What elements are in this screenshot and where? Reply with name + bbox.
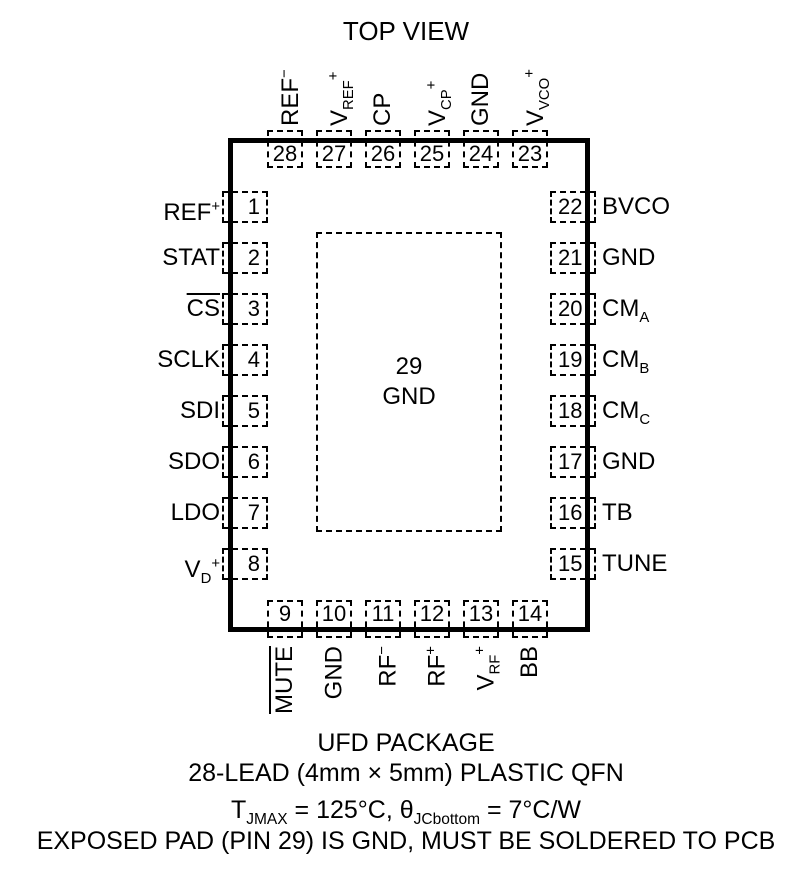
pin-number: 14 (517, 601, 543, 626)
pin-25-pad: 25 (414, 130, 450, 168)
pin-21-pad: 21 (550, 242, 596, 274)
top-view-title: TOP VIEW (342, 16, 470, 46)
pin-1-pad: 1 (222, 191, 268, 223)
exposed-pad-label: GND (382, 383, 436, 410)
pin-number: 1 (247, 194, 260, 219)
pin-2-label: STAT (162, 244, 220, 271)
pin-4-pad: 4 (222, 344, 268, 376)
pin-number: 16 (558, 500, 583, 525)
pin-25-label: VCP+ (424, 80, 455, 126)
pin-16-pad: 16 (550, 497, 596, 529)
pin-22-pad: 22 (550, 191, 596, 223)
pin-19-pad: 19 (550, 344, 596, 376)
pin-13-label: VRF+ (473, 646, 504, 691)
pin-26-pad: 26 (365, 130, 401, 168)
pin-number: 3 (247, 296, 260, 321)
pin-7-pad: 7 (222, 497, 268, 529)
pin-9-pad: 9 (267, 600, 303, 638)
pin-number: 17 (558, 449, 583, 474)
pin-number: 18 (558, 398, 583, 423)
pin-number: 24 (468, 141, 494, 166)
pin-8-label: VD+ (184, 556, 220, 587)
pin-20-pad: 20 (550, 293, 596, 325)
pin-number: 22 (558, 194, 583, 219)
pin-number: 13 (468, 601, 494, 626)
pin-15-pad: 15 (550, 548, 596, 580)
package-description: 28-LEAD (4mm × 5mm) PLASTIC QFN (188, 759, 624, 787)
pin-number: 25 (419, 141, 445, 166)
pin-26-label: CP (369, 92, 396, 126)
pin-14-label: BB (516, 646, 543, 679)
pin-number: 27 (321, 141, 347, 166)
pin-13-pad: 13 (463, 600, 499, 638)
package-name: UFD PACKAGE (317, 729, 495, 757)
exposed-pad-note: EXPOSED PAD (PIN 29) IS GND, MUST BE SOL… (36, 827, 776, 855)
package-outline (228, 138, 590, 632)
pin-5-label: SDI (179, 397, 220, 424)
pin-4-label: SCLK (157, 346, 220, 373)
pin-number: 7 (247, 500, 260, 525)
pin-number: 5 (247, 398, 260, 423)
exposed-pad: 29 GND (316, 232, 502, 532)
pin-10-pad: 10 (316, 600, 352, 638)
pin-27-label: VREF+ (326, 71, 357, 126)
pin-1-label: REF+ (163, 199, 220, 226)
exposed-pad-number: 29 (395, 353, 423, 380)
pin-20-label: CMA (602, 295, 650, 326)
pin-24-label: GND (467, 72, 494, 126)
pin-12-pad: 12 (414, 600, 450, 638)
pin-number: 10 (321, 601, 347, 626)
pin-number: 9 (278, 601, 292, 626)
pin-2-pad: 2 (222, 242, 268, 274)
pin-10-label: GND (320, 646, 347, 700)
pin-28-pad: 28 (267, 130, 303, 168)
pin-9-label: MUTE (271, 646, 298, 714)
pin-22-label: BVCO (602, 193, 671, 220)
pin-17-label: GND (602, 448, 656, 475)
pin-5-pad: 5 (222, 395, 268, 427)
pin-number: 23 (517, 141, 543, 166)
pin-number: 19 (558, 347, 583, 372)
pin-28-label: REF− (277, 69, 304, 126)
pin-23-pad: 23 (512, 130, 548, 168)
pin-7-label: LDO (170, 499, 220, 526)
pin-number: 6 (247, 449, 260, 474)
pin-number: 2 (247, 245, 260, 270)
pin-number: 15 (558, 551, 583, 576)
pin-17-pad: 17 (550, 446, 596, 478)
pin-6-pad: 6 (222, 446, 268, 478)
pin-8-pad: 8 (222, 548, 268, 580)
pin-number: 20 (558, 296, 583, 321)
pin-16-label: TB (602, 499, 633, 526)
pin-number: 4 (247, 347, 260, 372)
pin-number: 12 (419, 601, 445, 626)
pin-number: 8 (247, 551, 260, 576)
thermal-specs: TJMAX = 125°C, θJCbottom = 7°C/W (230, 796, 582, 828)
pin-6-label: SDO (167, 448, 220, 475)
pin-12-label: RF+ (424, 646, 451, 687)
pin-18-pad: 18 (550, 395, 596, 427)
pin-11-pad: 11 (365, 600, 401, 638)
pin-14-pad: 14 (512, 600, 548, 638)
pin-11-label: RF− (375, 646, 402, 687)
pin-15-label: TUNE (602, 550, 668, 577)
pin-23-label: VVCO+ (522, 69, 553, 126)
pin-number: 26 (370, 141, 396, 166)
pin-number: 28 (272, 141, 298, 166)
pin-3-label: CS (186, 295, 220, 322)
pin-24-pad: 24 (463, 130, 499, 168)
pin-18-label: CMC (602, 397, 651, 428)
pin-27-pad: 27 (316, 130, 352, 168)
pin-3-pad: 3 (222, 293, 268, 325)
pin-number: 21 (558, 245, 583, 270)
pin-21-label: GND (602, 244, 656, 271)
pin-19-label: CMB (602, 346, 650, 377)
pin-number: 11 (371, 601, 395, 626)
